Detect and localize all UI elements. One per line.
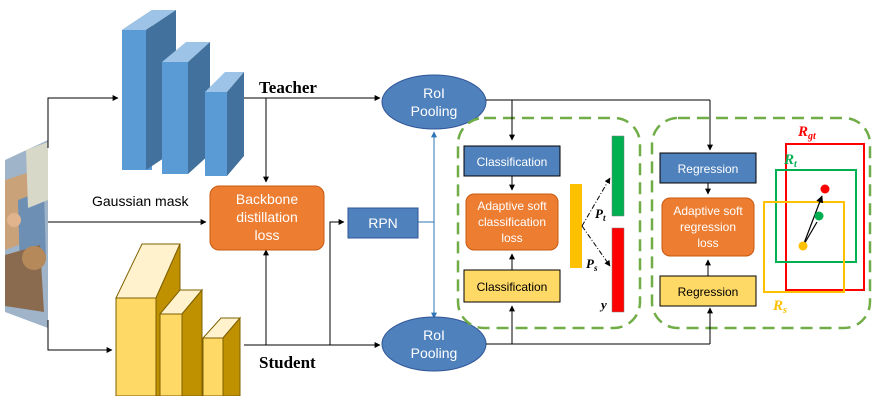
svg-text:Adaptive soft: Adaptive soft — [673, 204, 743, 218]
roi-pooling-teacher: RoI Pooling — [381, 74, 487, 130]
roi-pooling-student: RoI Pooling — [381, 316, 487, 372]
classification-teacher-box: Classification — [463, 145, 561, 177]
teacher-label: Teacher — [259, 78, 317, 97]
svg-text:regression: regression — [680, 220, 736, 234]
teacher-prediction-bar — [611, 135, 625, 217]
rt-box — [775, 169, 857, 263]
svg-text:classification: classification — [478, 215, 546, 229]
svg-text:Pooling: Pooling — [411, 103, 458, 119]
classification-student-box: Classification — [463, 269, 561, 303]
regression-panel — [650, 116, 872, 330]
svg-text:Classification: Classification — [477, 155, 548, 169]
gaussian-mask-label: Gaussian mask — [92, 193, 189, 209]
backbone-distillation-loss: Backbone distillation loss — [209, 185, 325, 251]
student-network — [115, 243, 242, 396]
prediction-arrows — [581, 177, 611, 267]
groundtruth-bar — [611, 227, 625, 313]
svg-text:Adaptive soft: Adaptive soft — [477, 199, 547, 213]
rt-label: Rt — [783, 152, 798, 170]
rs-label: Rs — [772, 298, 787, 316]
rpn-connectors — [418, 131, 437, 319]
pt-label: Pt — [595, 206, 606, 223]
adaptive-soft-classification-loss: Adaptive soft classification loss — [465, 193, 559, 251]
rgt-label: Rgt — [797, 124, 817, 142]
svg-text:RoI: RoI — [423, 85, 445, 101]
regression-teacher-box: Regression — [659, 152, 757, 184]
input-image — [5, 140, 48, 328]
roi-output-connectors — [486, 99, 713, 345]
rs-box — [763, 201, 845, 293]
student-label: Student — [259, 353, 316, 372]
y-label: y — [599, 297, 607, 312]
svg-text:RoI: RoI — [423, 327, 445, 343]
svg-text:RPN: RPN — [368, 215, 398, 231]
svg-text:loss: loss — [501, 231, 522, 245]
svg-text:Classification: Classification — [477, 280, 548, 294]
rpn-box: RPN — [347, 207, 419, 239]
roi-connectors — [244, 95, 381, 348]
svg-text:Pooling: Pooling — [411, 345, 458, 361]
classification-panel — [456, 116, 642, 330]
adaptive-soft-regression-loss: Adaptive soft regression loss — [661, 197, 755, 257]
rgt-box — [785, 143, 865, 291]
svg-text:distillation: distillation — [236, 209, 297, 225]
svg-text:Backbone: Backbone — [236, 191, 298, 207]
ps-label: Ps — [586, 256, 598, 273]
svg-text:loss: loss — [255, 227, 280, 243]
teacher-network — [122, 10, 244, 176]
student-prediction-bar — [570, 184, 582, 268]
svg-text:Regression: Regression — [678, 162, 739, 176]
svg-text:Regression: Regression — [678, 285, 739, 299]
box-centers — [798, 184, 830, 251]
svg-text:loss: loss — [697, 236, 718, 250]
input-connectors — [47, 95, 207, 353]
regression-student-box: Regression — [659, 275, 757, 307]
